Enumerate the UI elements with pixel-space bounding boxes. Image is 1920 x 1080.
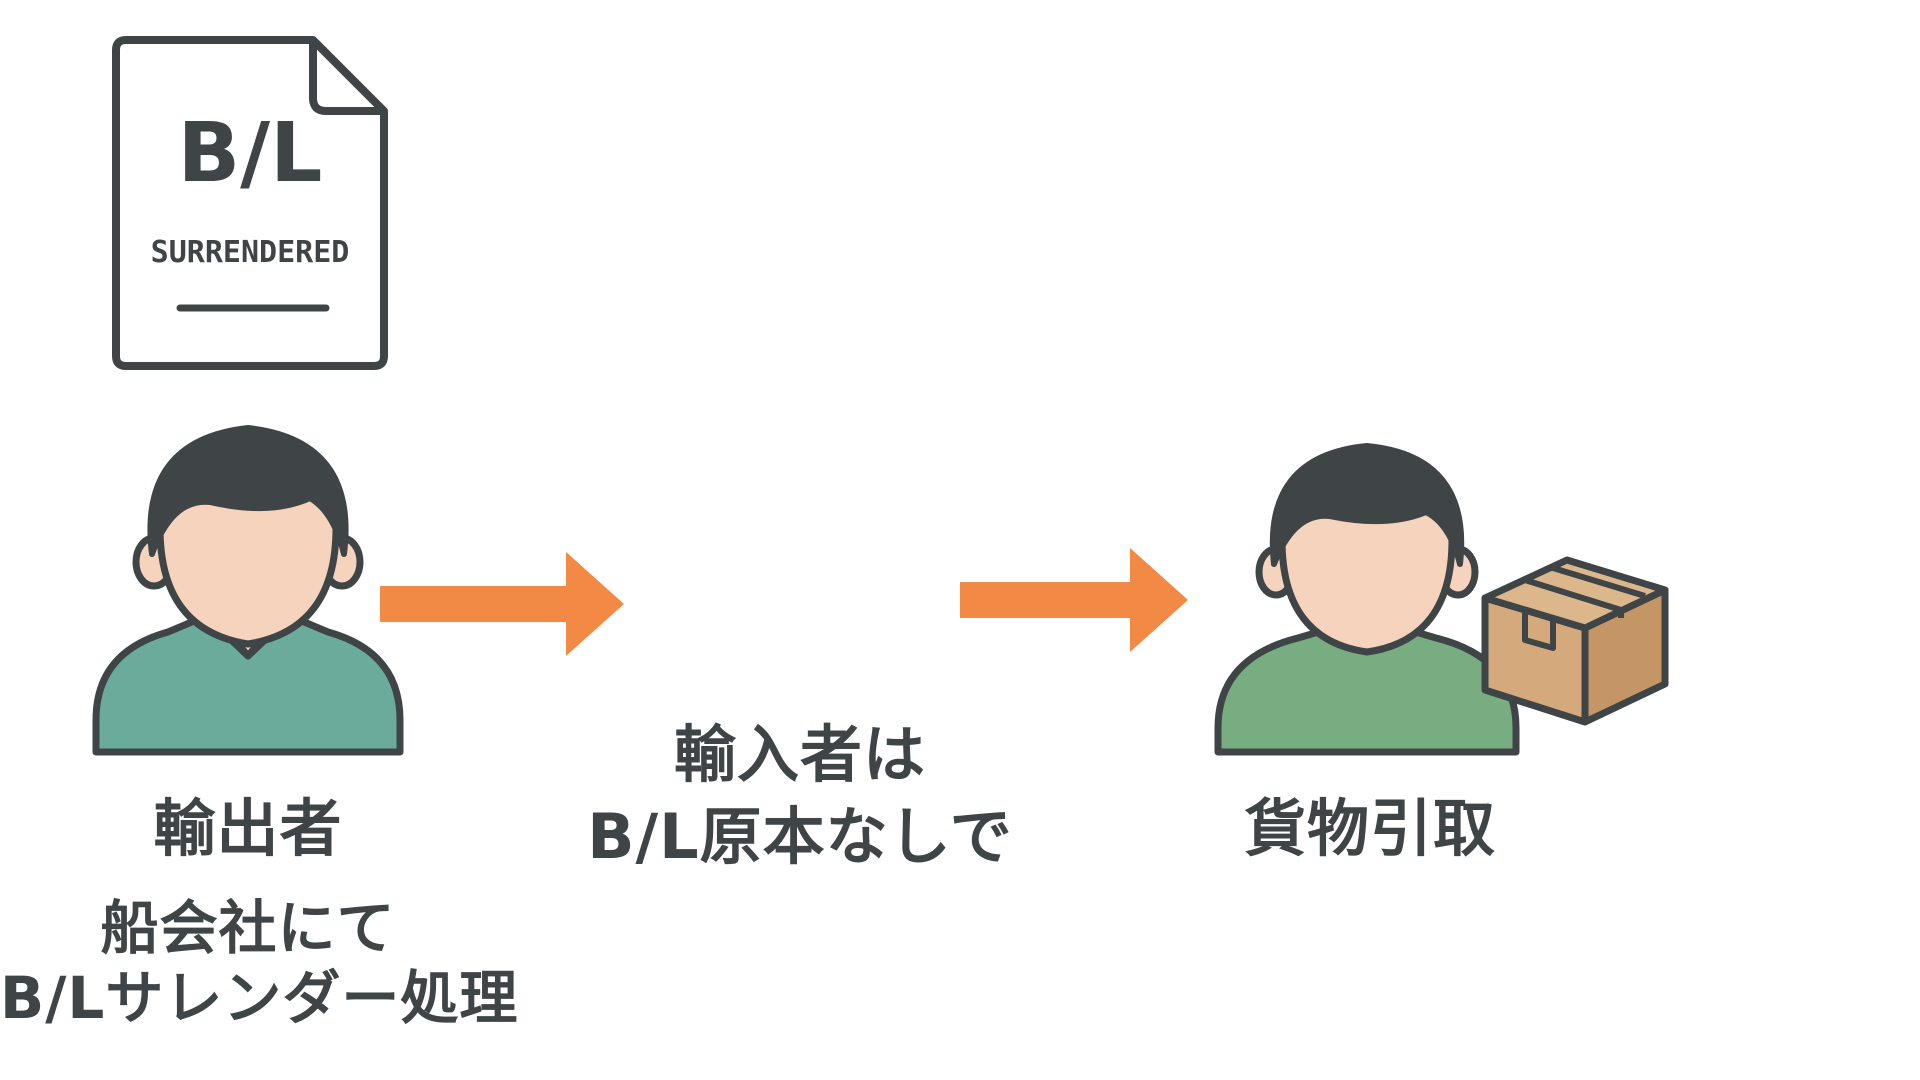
exporter-title: 輸出者 [153, 792, 343, 865]
box-label [1522, 610, 1556, 651]
exporter-description-line1: 船会社にて [100, 894, 396, 962]
document-folded-corner [309, 40, 384, 115]
exporter-hair [147, 425, 349, 557]
arrow-1-shape [380, 552, 624, 656]
importer-person-icon [1214, 443, 1520, 756]
importer-title: 貨物引取 [1243, 792, 1496, 865]
arrow-2-shape [960, 548, 1188, 652]
document-title: B/L [178, 106, 323, 201]
document-outline [112, 36, 388, 370]
bill-of-lading-document-icon: B/L SURRENDERED [112, 36, 388, 370]
importer-hair [1269, 443, 1465, 567]
box-tape [1524, 565, 1646, 618]
flow-arrow-1-icon [380, 552, 624, 656]
exporter-description-line2: B/Lサレンダー処理 [0, 964, 519, 1032]
exporter-person-icon [92, 425, 404, 756]
document-stamp: SURRENDERED [151, 235, 350, 270]
middle-text-line1: 輸入者は [673, 718, 926, 791]
middle-text-line2: B/L原本なしで [587, 800, 1013, 873]
flow-arrow-2-icon [960, 548, 1188, 652]
cargo-box-icon [1481, 556, 1669, 726]
